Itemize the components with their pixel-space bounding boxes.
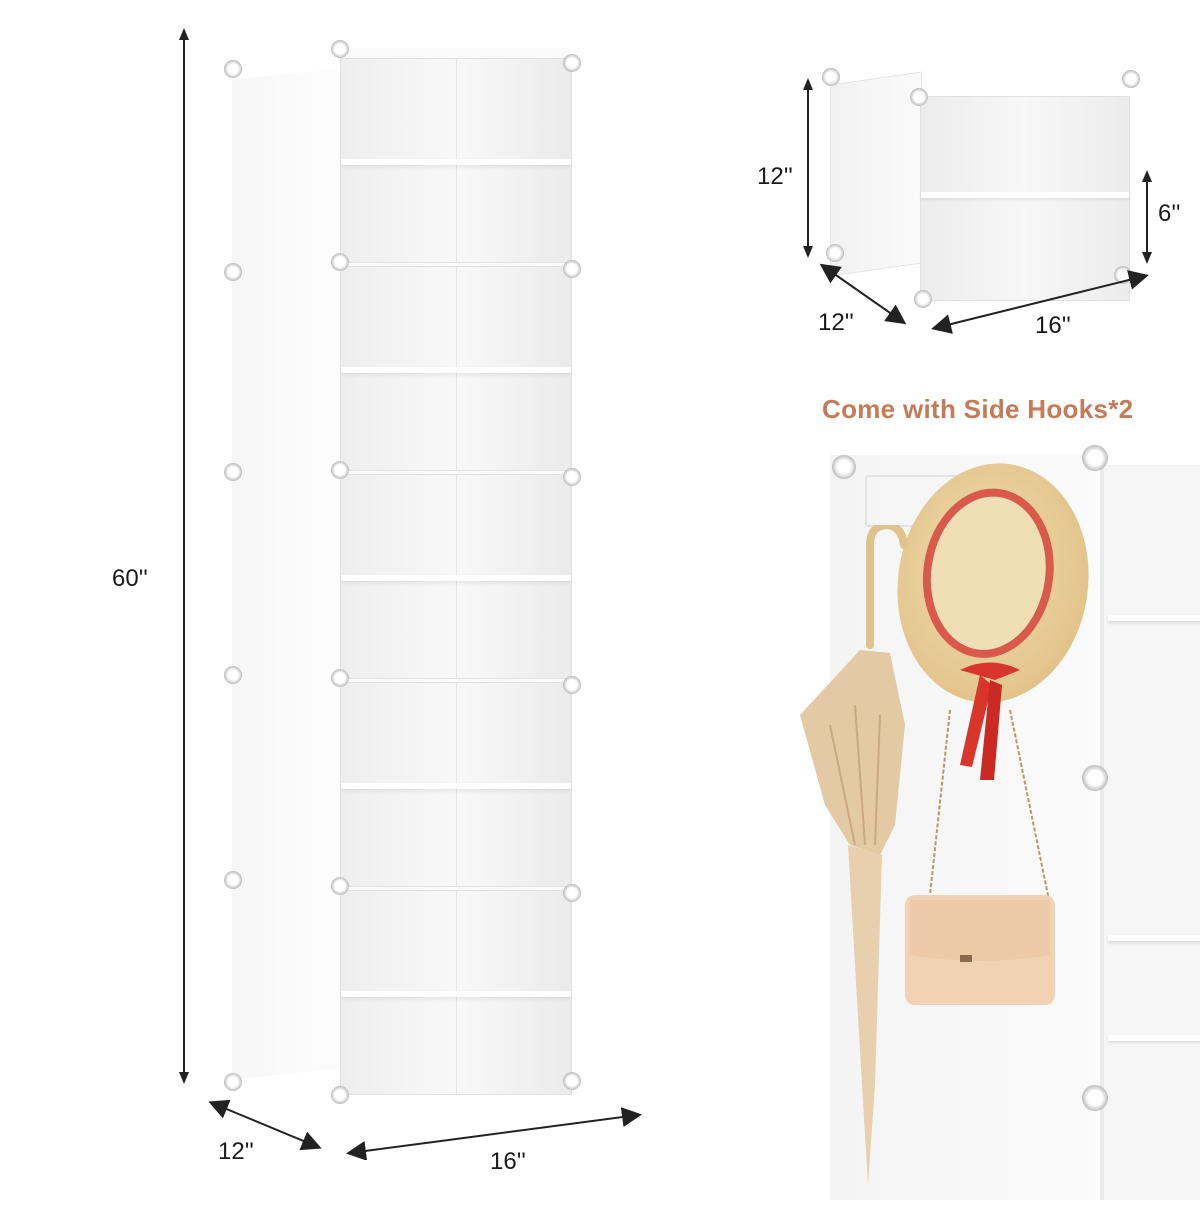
cube-middle-shelf xyxy=(921,192,1129,198)
connector xyxy=(331,461,349,479)
height-dimension-line xyxy=(183,40,185,1080)
width-label: 16'' xyxy=(490,1148,526,1175)
tower-front xyxy=(340,48,572,1095)
arrow-head-icon xyxy=(179,1072,189,1084)
cube-base-arrows xyxy=(819,263,1149,334)
connector xyxy=(1082,765,1108,791)
connector xyxy=(331,253,349,271)
connector xyxy=(822,68,840,86)
connector xyxy=(914,290,932,308)
connector xyxy=(224,1073,242,1091)
cube-depth-label: 12'' xyxy=(818,309,854,336)
height-label: 60'' xyxy=(112,565,148,592)
connector xyxy=(832,455,856,479)
single-cube-diagram xyxy=(822,68,1140,308)
arrow-head-icon xyxy=(1142,252,1152,264)
connector xyxy=(224,871,242,889)
connector xyxy=(224,463,242,481)
width-dimension-arrow xyxy=(346,1107,642,1160)
connector xyxy=(331,1086,349,1104)
arrow-head-icon xyxy=(803,78,813,90)
connector xyxy=(1122,70,1140,88)
arrow-head-icon xyxy=(179,28,189,40)
connector xyxy=(1082,445,1108,471)
cube-4 xyxy=(340,682,572,887)
rack-front-edge xyxy=(1100,465,1200,1200)
depth-label: 12'' xyxy=(218,1138,254,1165)
connector xyxy=(910,88,928,106)
shoe-rack-tower xyxy=(224,40,582,1108)
cube-side-panel xyxy=(830,71,922,277)
side-hooks-caption: Come with Side Hooks*2 xyxy=(822,394,1134,424)
connector xyxy=(826,244,844,262)
arrow-head-icon xyxy=(803,246,813,258)
connector xyxy=(224,60,242,78)
cube-height-line xyxy=(807,88,809,248)
cube-2 xyxy=(340,266,572,471)
cube-5 xyxy=(340,890,572,1095)
connector xyxy=(1082,1085,1108,1111)
connector xyxy=(331,877,349,895)
umbrella-icon xyxy=(800,525,908,1185)
cube-front-opening xyxy=(920,96,1130,301)
tower-side-panel xyxy=(232,68,343,1080)
side-hooks-scene xyxy=(800,445,1200,1200)
connector xyxy=(331,669,349,687)
connector xyxy=(331,40,349,58)
crossbody-bag-icon xyxy=(905,709,1055,1005)
cube-1 xyxy=(340,58,572,263)
cube-width-label: 16'' xyxy=(1035,312,1071,339)
arrow-head-icon xyxy=(1142,170,1152,182)
red-ribbon-icon xyxy=(960,662,1020,780)
cube-3 xyxy=(340,474,572,679)
shelf-gap-line xyxy=(1146,180,1148,255)
connector xyxy=(563,54,581,72)
connector xyxy=(563,468,581,486)
depth-dimension-arrow xyxy=(208,1099,322,1151)
connector xyxy=(563,1072,581,1090)
shelf-gap-label: 6'' xyxy=(1158,200,1181,227)
connector xyxy=(224,666,242,684)
connector xyxy=(563,884,581,902)
connector xyxy=(563,260,581,278)
cube-height-label: 12'' xyxy=(757,163,793,190)
connector xyxy=(563,676,581,694)
connector xyxy=(224,263,242,281)
